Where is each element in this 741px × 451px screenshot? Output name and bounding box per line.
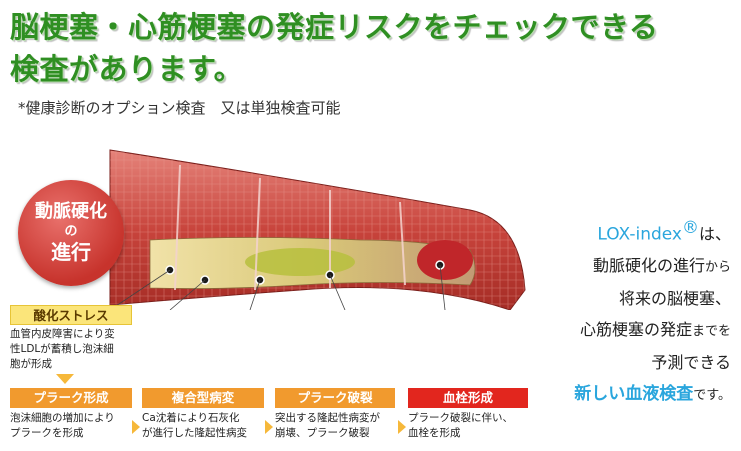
plaque (245, 248, 355, 276)
desc-line: Ca沈着により石灰化 (142, 412, 240, 424)
desc-line-2-small: から (704, 260, 731, 276)
desc-line: が進行した隆起性病変 (142, 427, 247, 439)
desc-line: プラーク破裂に伴い、 (408, 412, 513, 424)
desc-line-4: 心筋梗塞の発症までを (521, 314, 731, 347)
desc-line-1-rest: は、 (698, 224, 731, 244)
lox-index-description: LOX-index®は、 動脈硬化の進行から 将来の脳梗塞、 心筋梗塞の発症まで… (521, 213, 731, 411)
stage-desc-thrombus-formation: プラーク破裂に伴い、 血栓を形成 (408, 411, 533, 441)
desc-line: プラークを形成 (10, 427, 84, 439)
desc-line: 胞が形成 (10, 358, 52, 370)
stage-label-complex-lesion: 複合型病変 (142, 388, 264, 408)
stage-label-plaque-rupture: プラーク破裂 (275, 388, 395, 408)
stage-desc-plaque-rupture: 突出する隆起性病変が 崩壊、プラーク破裂 (275, 411, 400, 441)
lox-index-name: LOX-index (597, 224, 682, 245)
desc-line-4-main: 心筋梗塞の発症 (579, 320, 692, 340)
desc-line-1: LOX-index®は、 (521, 213, 731, 250)
thrombus (417, 240, 473, 280)
arteriosclerosis-progress-badge: 動脈硬化 の 進行 (18, 180, 124, 286)
desc-line-4-small: までを (691, 324, 731, 340)
desc-line-6: 新しい血液検査です。 (521, 378, 731, 411)
badge-line-3: 進行 (51, 239, 91, 264)
desc-line-6-main: 新しい血液検査 (574, 384, 694, 405)
desc-line: 血栓を形成 (408, 427, 461, 439)
badge-line-2: の (64, 223, 78, 239)
badge-line-1: 動脈硬化 (35, 201, 107, 223)
stage-label-oxidative-stress: 酸化ストレス (10, 305, 132, 325)
desc-line-5: 予測できる (651, 353, 731, 373)
stage-desc-oxidative-stress: 血管内皮障害により変 性LDLが蓄積し泡沫細 胞が形成 (10, 327, 135, 372)
desc-line-6-small: です。 (693, 388, 731, 404)
arrow-down-icon (56, 374, 74, 384)
stage-desc-plaque-formation: 泡沫細胞の増加により プラークを形成 (10, 411, 135, 441)
desc-line: 血管内皮障害により変 (10, 328, 115, 340)
arrow-right-icon (265, 420, 273, 434)
arrow-right-icon (398, 420, 406, 434)
desc-line: 性LDLが蓄積し泡沫細 (10, 343, 114, 355)
desc-line: 突出する隆起性病変が (275, 412, 380, 424)
desc-line-2-main: 動脈硬化の進行 (592, 256, 705, 276)
desc-line-2: 動脈硬化の進行から (521, 250, 731, 283)
stage-desc-complex-lesion: Ca沈着により石灰化 が進行した隆起性病変 (142, 411, 267, 441)
headline-line-2: 検査があります。 (10, 52, 244, 86)
stage-label-thrombus-formation: 血栓形成 (408, 388, 528, 408)
stage-label-plaque-formation: プラーク形成 (10, 388, 132, 408)
arrow-right-icon (132, 420, 140, 434)
headline-line-1: 脳梗塞・心筋梗塞の発症リスクをチェックできる (10, 10, 659, 44)
artery-illustration (109, 149, 526, 310)
headline: 脳梗塞・心筋梗塞の発症リスクをチェックできる 検査があります。 (10, 6, 735, 90)
desc-line: 泡沫細胞の増加により (10, 412, 115, 424)
registered-mark: ® (681, 218, 699, 238)
option-note: *健康診断のオプション検査 又は単独検査可能 (18, 99, 341, 117)
desc-line-3: 将来の脳梗塞、 (618, 289, 731, 309)
desc-line: 崩壊、プラーク破裂 (275, 427, 370, 439)
